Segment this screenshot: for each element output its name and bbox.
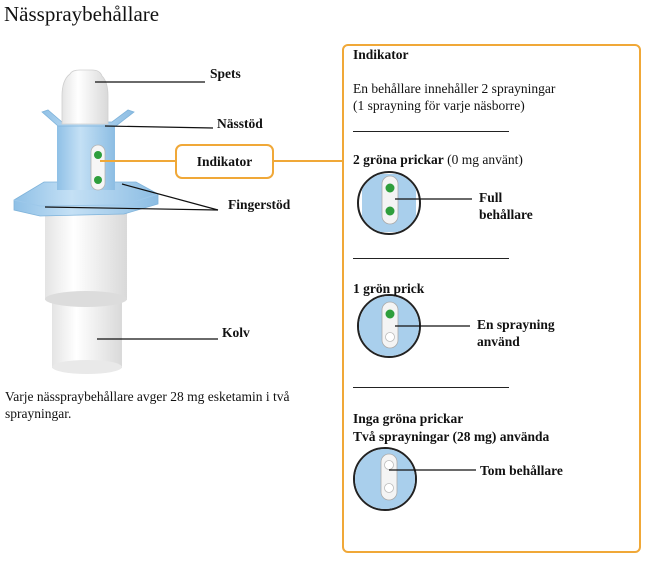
state-empty-title: Inga gröna prickar: [353, 411, 464, 426]
state-empty-circle: [353, 447, 476, 511]
label-nose-rest: Nässtöd: [217, 116, 263, 131]
separator: [353, 387, 509, 388]
indicator-panel: [342, 44, 641, 553]
separator: [353, 258, 509, 259]
label-tip: Spets: [210, 66, 241, 81]
state-full-label-1: Full: [479, 190, 503, 205]
state-full-title: 2 gröna prickar: [353, 152, 444, 167]
state-full-suffix: (0 mg använt): [447, 152, 523, 167]
state-empty-subtitle: Två sprayningar (28 mg) använda: [353, 429, 550, 444]
indicator-callout: Indikator: [175, 144, 274, 179]
plunger: [52, 296, 122, 374]
label-indicator: Indikator: [196, 153, 253, 169]
label-plunger: Kolv: [222, 325, 250, 340]
state-full-circle: [357, 171, 472, 235]
panel-intro-line1: En behållare innehåller 2 sprayningar: [353, 81, 556, 96]
barrel: [45, 208, 127, 300]
description: Varje nässpraybehållare avger 28 mg eske…: [5, 389, 290, 421]
state-one-label-1: En sprayning: [477, 317, 555, 332]
state-full-label-2: behållare: [479, 207, 533, 222]
device-indicator-window: [90, 144, 106, 191]
state-full-heading: 2 gröna prickar (0 mg använt): [353, 151, 523, 168]
state-one-title: 1 grön prick: [353, 281, 425, 296]
tip: [61, 69, 109, 125]
panel-heading: Indikator: [353, 47, 409, 62]
state-one-spray-circle: [357, 294, 470, 358]
page-title: Nässpraybehållare: [4, 2, 160, 26]
indicator-column: [57, 126, 115, 190]
state-one-label-2: använd: [477, 334, 520, 349]
state-empty-label: Tom behållare: [480, 463, 563, 478]
separator: [353, 131, 509, 132]
label-finger-rest: Fingerstöd: [228, 197, 291, 212]
panel-intro-line2: (1 sprayning för varje näsborre): [353, 98, 525, 113]
